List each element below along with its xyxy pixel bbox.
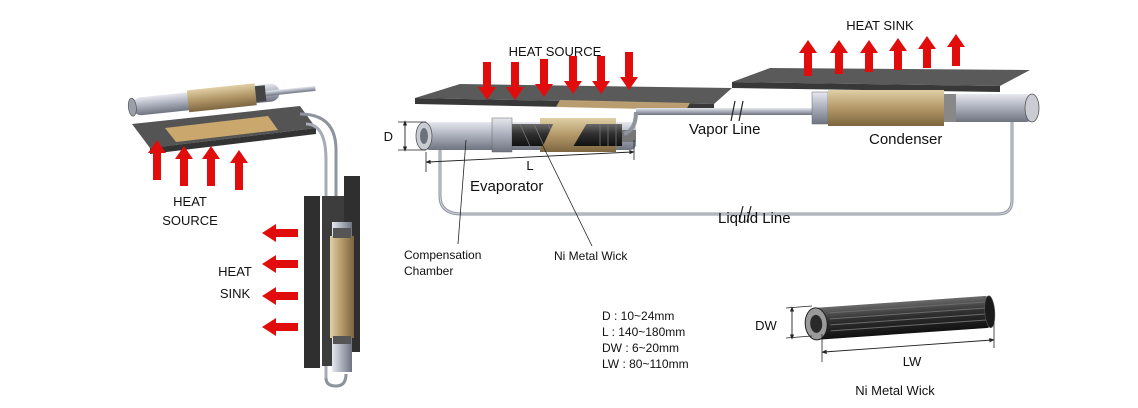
left-heat-source-label-line1: HEAT: [173, 194, 207, 209]
left-heat-source-label-line2: SOURCE: [162, 213, 218, 228]
dimension-l: [425, 140, 635, 172]
spec-lw: LW : 80~110mm: [602, 357, 689, 371]
wick-caption: Ni Metal Wick: [855, 383, 935, 398]
dimension-d: [398, 120, 426, 152]
heat-sink-label: HEAT SINK: [846, 18, 914, 33]
heat-sink-arrows: [799, 34, 965, 76]
compensation-chamber-label-line1: Compensation: [404, 248, 481, 262]
dim-dw-label: DW: [755, 318, 777, 333]
ni-metal-wick-label: Ni Metal Wick: [554, 249, 628, 263]
spec-dw: DW : 6~20mm: [602, 341, 679, 355]
spec-l: L : 140~180mm: [602, 325, 685, 339]
condenser-assembly: [811, 90, 1040, 126]
compensation-chamber-label-line2: Chamber: [404, 264, 453, 278]
left-evaporator-copper: [186, 83, 257, 113]
heat-source-label: HEAT SOURCE: [509, 44, 602, 59]
vapor-line-pipe: [636, 108, 818, 115]
main-lhp-figure: D L HEAT SOURCE HEAT SINK Vapor Line Con…: [384, 18, 1040, 278]
left-source-pad: [165, 116, 278, 142]
dim-lw-label: LW: [903, 354, 922, 369]
evaporator-wick: [512, 118, 622, 152]
dimension-dw: [785, 305, 813, 340]
left-heat-source-arrows: [148, 140, 248, 190]
left-heat-sink-arrows: [262, 224, 298, 336]
left-heat-sink-label-line2: SINK: [220, 286, 251, 301]
left-condenser-copper: [330, 236, 354, 338]
spec-list: D : 10~24mm L : 140~180mm DW : 6~20mm LW…: [602, 309, 689, 371]
dimension-lw: [821, 322, 995, 362]
wick-figure: DW LW Ni Metal Wick: [755, 295, 996, 398]
evaporator-label: Evaporator: [470, 178, 543, 195]
heat-source-arrows: [478, 52, 638, 100]
left-lhp-figure: HEAT SOURCE HEAT SINK: [127, 83, 360, 388]
liquid-line-label: Liquid Line: [718, 210, 791, 227]
left-heat-sink-label-line1: HEAT: [218, 264, 252, 279]
vapor-line-label: Vapor Line: [689, 121, 760, 138]
dim-l-label: L: [526, 158, 533, 173]
left-sink-plate-back: [304, 196, 320, 368]
condenser-copper: [828, 90, 944, 126]
spec-d: D : 10~24mm: [602, 309, 674, 323]
dim-d-label: D: [384, 129, 393, 144]
condenser-label: Condenser: [869, 131, 942, 148]
evaporator-assembly: [415, 117, 636, 153]
